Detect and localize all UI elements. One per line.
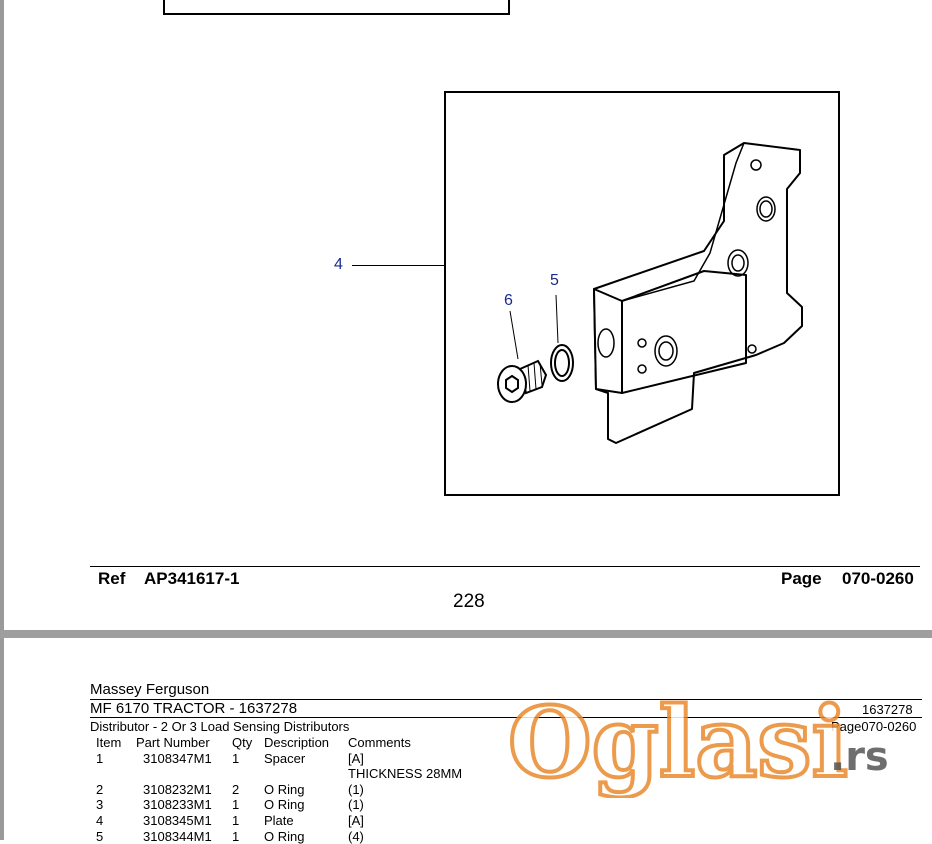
page-ref: Page070-0260 <box>831 719 917 734</box>
header-rule-1 <box>90 699 922 700</box>
cell-qty: 2 <box>232 781 240 797</box>
cell-comment: [A]THICKNESS 28MM <box>348 751 462 782</box>
callout-5: 5 <box>550 272 559 289</box>
comment-line: [A] <box>348 750 364 766</box>
cell-comment: (1) <box>348 781 364 797</box>
oglasi-watermark-logo: Oglasi .rs <box>506 684 898 801</box>
table-row: 1 3108347M1 1 Spacer [A]THICKNESS 28MM <box>96 751 462 782</box>
cell-qty: 1 <box>232 750 240 766</box>
section-title: Distributor - 2 Or 3 Load Sensing Distri… <box>90 719 350 734</box>
col-header-comments: Comments <box>348 735 411 750</box>
cell-part: 3108344M1 <box>143 828 212 844</box>
cell-item: 1 <box>96 750 104 766</box>
cell-description: O Ring <box>264 797 305 813</box>
model-title: MF 6170 TRACTOR - 1637278 <box>90 700 298 717</box>
cell-qty: 1 <box>232 812 240 828</box>
cell-comment: (1) <box>348 797 364 813</box>
page-value: 070-0260 <box>842 569 914 588</box>
model-id: 1637278 <box>862 702 913 717</box>
page-label: Page <box>781 569 822 588</box>
cell-part: 3108345M1 <box>143 812 212 828</box>
table-row: 4 3108345M1 1 Plate [A] <box>96 813 462 829</box>
header-rule-2 <box>90 717 922 718</box>
col-header-part: Part Number <box>136 735 210 750</box>
brand-name: Massey Ferguson <box>90 681 210 698</box>
cell-qty: 1 <box>232 797 240 813</box>
comment-line-2: THICKNESS 28MM <box>348 766 463 782</box>
cell-comment: (4) <box>348 828 364 844</box>
cell-item: 3 <box>96 797 104 813</box>
cell-description: O Ring <box>264 828 305 844</box>
cell-comment: [A] <box>348 812 364 828</box>
cell-part: 3108232M1 <box>143 781 212 797</box>
col-header-qty: Qty <box>232 735 253 750</box>
col-header-description: Description <box>264 735 330 750</box>
parts-diagram-frame <box>444 91 840 496</box>
ref-value: AP341617-1 <box>144 569 240 588</box>
watermark-suffix: .rs <box>830 734 889 780</box>
watermark-svg: Oglasi .rs <box>506 684 889 801</box>
page-number: 228 <box>453 591 485 612</box>
parts-table: Item Part Number Qty Description Comment… <box>96 735 462 844</box>
cell-description: O Ring <box>264 781 305 797</box>
parts-table-wrap: Item Part Number Qty Description Comment… <box>96 735 462 844</box>
watermark-text: Oglasi <box>508 688 848 798</box>
table-row: 5 3108344M1 1 O Ring (4) <box>96 829 462 844</box>
cell-part: 3108347M1 <box>143 750 212 766</box>
callout-6: 6 <box>504 292 513 309</box>
ref-label: Ref <box>98 569 126 588</box>
cell-qty: 1 <box>232 828 240 844</box>
col-header-item: Item <box>96 735 122 750</box>
parts-diagram <box>497 142 803 444</box>
previous-diagram-frame <box>163 0 510 15</box>
callout-4-leader <box>352 265 444 266</box>
cell-item: 5 <box>96 828 104 844</box>
cell-item: 2 <box>96 781 104 797</box>
cell-part: 3108233M1 <box>143 797 212 813</box>
footer-rule <box>90 566 920 567</box>
table-row: 3 3108233M1 1 O Ring (1) <box>96 797 462 813</box>
table-row: 2 3108232M1 2 O Ring (1) <box>96 782 462 798</box>
page-separator <box>0 630 932 638</box>
callout-4: 4 <box>334 256 343 273</box>
cell-description: Spacer <box>264 750 306 766</box>
page-left-border <box>0 0 4 840</box>
table-header-row: Item Part Number Qty Description Comment… <box>96 735 462 751</box>
cell-item: 4 <box>96 812 104 828</box>
cell-description: Plate <box>264 812 294 828</box>
